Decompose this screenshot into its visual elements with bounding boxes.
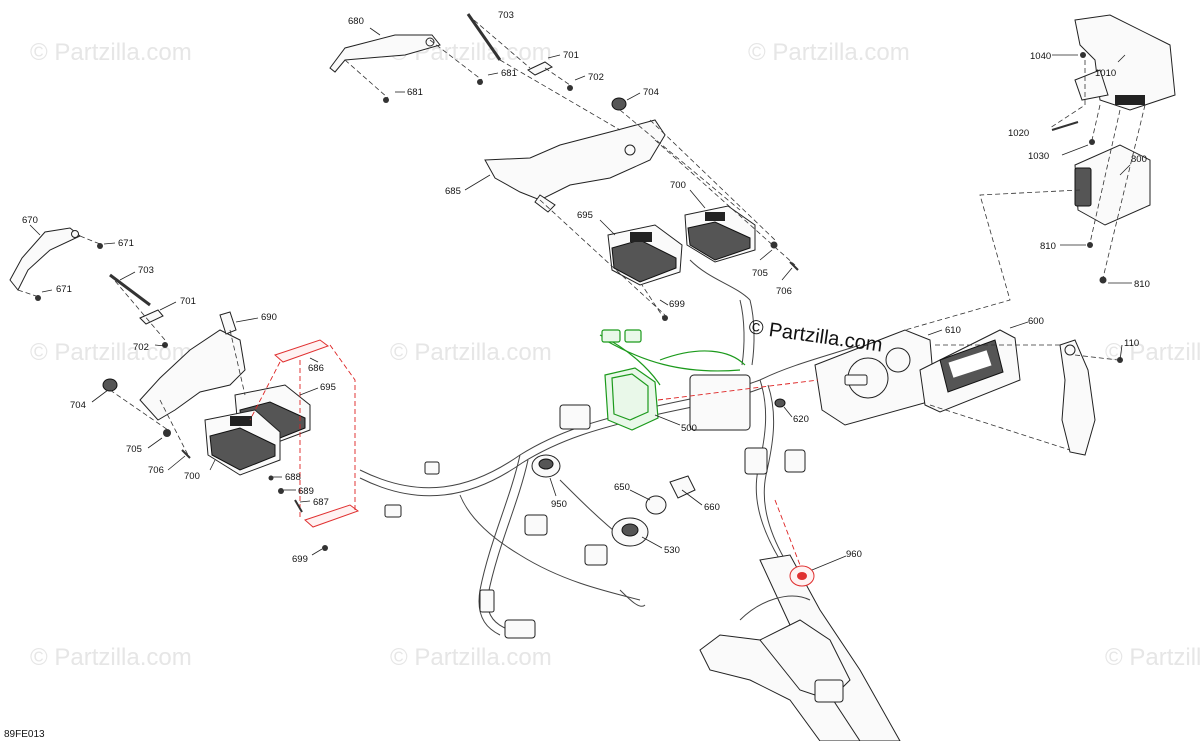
callout-686: 686 <box>308 363 324 374</box>
callout-699: 699 <box>669 299 685 310</box>
bracket-1010 <box>1074 14 1176 111</box>
leader-lines <box>29 27 1132 571</box>
lamp-700-left <box>204 409 281 476</box>
callout-810: 810 <box>1040 241 1056 252</box>
callout-680: 680 <box>348 16 364 27</box>
callout-800: 800 <box>1131 154 1147 165</box>
callout-670: 670 <box>22 215 38 226</box>
callout-706: 706 <box>148 465 164 476</box>
bracket-686-highlight <box>249 339 360 528</box>
watermark: © Partzilla.com <box>30 39 192 66</box>
upper-bracket-680 <box>329 34 441 73</box>
callout-695: 695 <box>577 210 593 221</box>
grommet-704-left <box>102 378 118 392</box>
callout-1040: 1040 <box>1030 51 1051 62</box>
grommet-620 <box>774 398 786 408</box>
callout-700: 700 <box>184 471 200 482</box>
callout-705: 705 <box>126 444 142 455</box>
washer-701-left <box>139 309 164 325</box>
callout-695: 695 <box>320 382 336 393</box>
watermark: © Partzilla.com <box>30 644 192 671</box>
callout-685: 685 <box>445 186 461 197</box>
callout-689: 689 <box>298 486 314 497</box>
socket-650 <box>645 495 667 515</box>
callout-687: 687 <box>313 497 329 508</box>
callout-703: 703 <box>498 10 514 21</box>
callout-1030: 1030 <box>1028 151 1049 162</box>
callout-600: 600 <box>1028 316 1044 327</box>
callout-610: 610 <box>945 325 961 336</box>
callout-702: 702 <box>133 342 149 353</box>
watermark: © Partzilla.com <box>390 644 552 671</box>
gauge-housing-610 <box>814 329 936 426</box>
callout-681: 681 <box>501 68 517 79</box>
watermark: © Partzilla.com <box>748 39 910 66</box>
ignition-switch-950 <box>531 454 561 478</box>
callout-950: 950 <box>551 499 567 510</box>
callout-960: 960 <box>846 549 862 560</box>
upper-bracket-685 <box>484 119 666 213</box>
callout-690: 690 <box>261 312 277 323</box>
left-bracket-670 <box>9 227 81 291</box>
wiring-harness <box>359 259 861 639</box>
callout-705: 705 <box>752 268 768 279</box>
callout-700: 700 <box>670 180 686 191</box>
callout-671: 671 <box>56 284 72 295</box>
center-copyright: © Partzilla.com <box>747 316 884 357</box>
washer-701-top <box>527 61 553 76</box>
callout-688: 688 <box>285 472 301 483</box>
callout-530: 530 <box>664 545 680 556</box>
grommet-704-top <box>611 97 627 111</box>
callout-810: 810 <box>1134 279 1150 290</box>
controller-800 <box>1074 144 1151 226</box>
connector-660 <box>669 475 696 499</box>
callout-701: 701 <box>180 296 196 307</box>
callout-660: 660 <box>704 502 720 513</box>
callout-labels: 680 703 701 681 702 681 704 685 700 695 … <box>22 10 1150 565</box>
callout-620: 620 <box>793 414 809 425</box>
lamp-695-top <box>607 224 683 286</box>
left-bracket-690 <box>139 311 246 421</box>
watermark: © Partzilla.com <box>1105 644 1200 671</box>
bolt-703-top <box>466 13 502 61</box>
callout-702: 702 <box>588 72 604 83</box>
fasteners <box>35 52 1123 551</box>
callout-703: 703 <box>138 265 154 276</box>
callout-671: 671 <box>118 238 134 249</box>
module-500-highlight <box>599 329 746 431</box>
callout-701: 701 <box>563 50 579 61</box>
watermark: © Partzilla.com <box>30 339 192 366</box>
outlet-530 <box>611 517 649 547</box>
callout-706: 706 <box>776 286 792 297</box>
callout-681: 681 <box>407 87 423 98</box>
assembly-lines <box>17 14 1146 456</box>
switch-960-highlight <box>774 499 815 587</box>
callout-650: 650 <box>614 482 630 493</box>
diagram-code: 89FE013 <box>4 729 45 740</box>
callout-699: 699 <box>292 554 308 565</box>
callout-500: 500 <box>681 423 697 434</box>
watermark: © Partzilla.com <box>390 339 552 366</box>
callout-1020: 1020 <box>1008 128 1029 139</box>
callout-704: 704 <box>643 87 659 98</box>
gauge-display-600 <box>919 329 1021 413</box>
bracket-110 <box>1059 339 1096 456</box>
steering-frame <box>699 554 901 741</box>
lamp-700-top <box>684 205 756 263</box>
callout-1010: 1010 <box>1095 68 1116 79</box>
callout-704: 704 <box>70 400 86 411</box>
bolt-703-left <box>109 273 151 307</box>
callout-110: 110 <box>1124 338 1139 349</box>
